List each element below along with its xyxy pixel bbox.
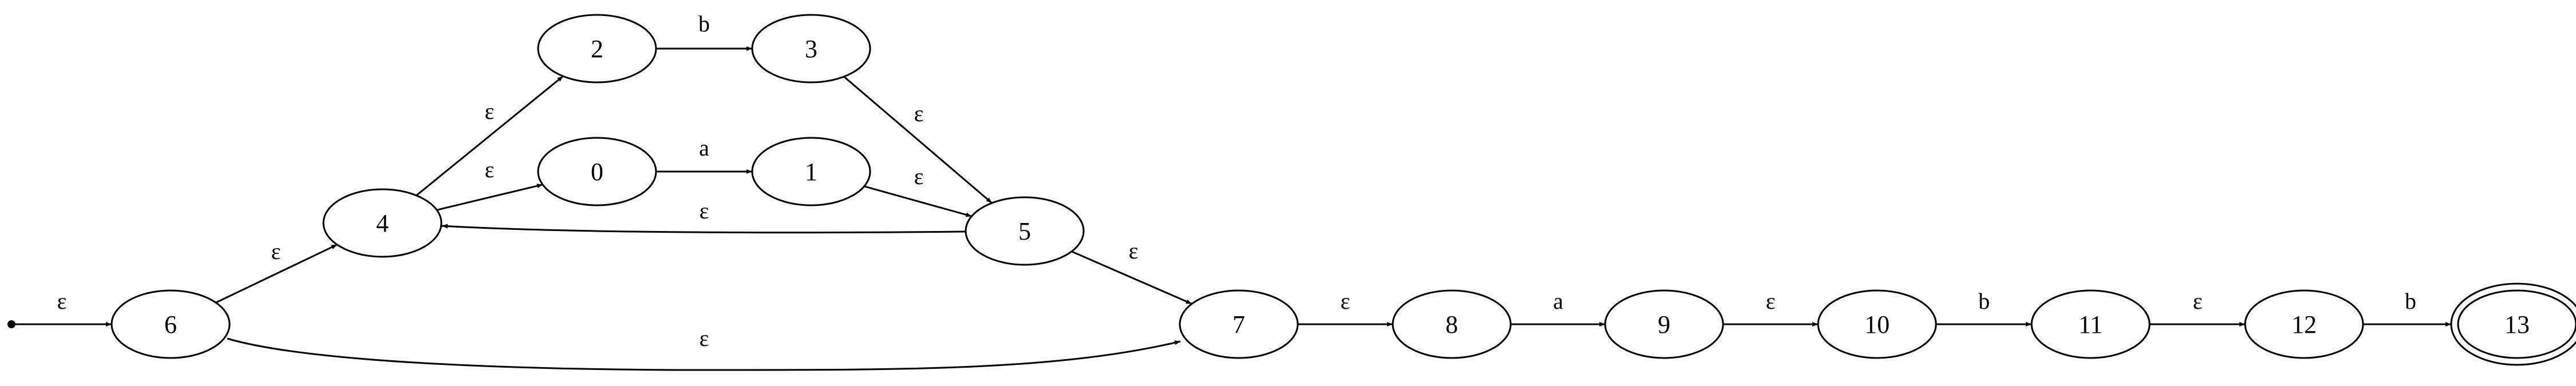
transition-label-8-to-9: a <box>1553 288 1563 314</box>
transition-label-12-to-13: b <box>2405 288 2416 314</box>
state-6-shape <box>110 289 231 359</box>
state-5: 5 <box>965 196 1085 266</box>
state-2: 2 <box>537 14 657 83</box>
state-1-shape <box>751 137 871 206</box>
state-0-shape <box>537 137 657 206</box>
state-3-shape <box>751 14 871 83</box>
state-label-6: 6 <box>164 311 177 339</box>
transitions <box>7 46 2451 371</box>
transition-4-to-2 <box>416 75 564 196</box>
state-2-shape <box>537 14 657 83</box>
transition-label-7-to-8: ε <box>1341 288 1350 314</box>
transition-label-3-to-5: ε <box>914 101 924 126</box>
transition-label-start-to-6: ε <box>57 288 67 314</box>
transition-label-6-to-7: ε <box>700 325 709 351</box>
state-1: 1 <box>751 137 871 206</box>
state-12-shape <box>2244 289 2364 359</box>
state-13-shape <box>2457 289 2576 359</box>
state-11-shape <box>2030 289 2151 359</box>
state-3: 3 <box>751 14 871 83</box>
state-8-shape <box>1392 289 1512 359</box>
state-label-8: 8 <box>1445 311 1458 339</box>
transition-label-4-to-0: ε <box>485 157 495 182</box>
state-label-5: 5 <box>1018 217 1031 245</box>
transition-label-1-to-5: ε <box>914 164 924 189</box>
transition-6-to-7 <box>227 337 1181 371</box>
state-7-shape <box>1179 289 1299 359</box>
transition-label-10-to-11: b <box>1978 288 1990 314</box>
state-9-shape <box>1604 289 1724 359</box>
transition-6-to-4 <box>215 244 338 304</box>
state-13: 13 <box>2450 282 2576 366</box>
transition-label-6-to-4: ε <box>271 238 281 264</box>
transition-label-0-to-1: a <box>699 135 709 161</box>
transition-label-5-to-4: ε <box>700 198 709 224</box>
state-6: 6 <box>110 289 231 359</box>
state-label-11: 11 <box>2079 311 2103 339</box>
transition-label-2-to-3: b <box>698 11 710 37</box>
state-label-12: 12 <box>2291 311 2317 339</box>
state-label-1: 1 <box>805 158 817 186</box>
transition-label-4-to-2: ε <box>485 98 495 124</box>
state-4: 4 <box>322 188 442 258</box>
state-label-9: 9 <box>1658 311 1670 339</box>
transition-4-to-0 <box>436 184 543 211</box>
state-7: 7 <box>1179 289 1299 359</box>
transition-label-5-to-7: ε <box>1129 238 1139 264</box>
state-label-3: 3 <box>805 35 817 63</box>
transition-1-to-5 <box>864 185 972 217</box>
state-8: 8 <box>1392 289 1512 359</box>
state-5-shape <box>965 196 1085 266</box>
state-label-13: 13 <box>2504 311 2530 339</box>
transition-label-9-to-10: ε <box>1766 288 1776 314</box>
transition-5-to-4 <box>441 224 966 234</box>
state-label-4: 4 <box>376 209 389 237</box>
state-12: 12 <box>2244 289 2364 359</box>
state-11: 11 <box>2030 289 2151 359</box>
state-0: 0 <box>537 137 657 206</box>
transition-labels: ε ε ε ε ε b a ε ε ε ε ε a ε b ε b <box>57 11 2416 351</box>
transition-5-to-7 <box>1071 250 1192 305</box>
state-10-shape <box>1817 289 1937 359</box>
accepting-ring <box>2450 282 2576 366</box>
transition-label-11-to-12: ε <box>2193 288 2203 314</box>
state-4-shape <box>322 188 442 258</box>
state-label-0: 0 <box>591 158 603 186</box>
transition-3-to-5 <box>843 75 993 204</box>
state-9: 9 <box>1604 289 1724 359</box>
state-label-10: 10 <box>1864 311 1890 339</box>
state-label-7: 7 <box>1232 311 1245 339</box>
state-10: 10 <box>1817 289 1937 359</box>
state-label-2: 2 <box>591 35 603 63</box>
